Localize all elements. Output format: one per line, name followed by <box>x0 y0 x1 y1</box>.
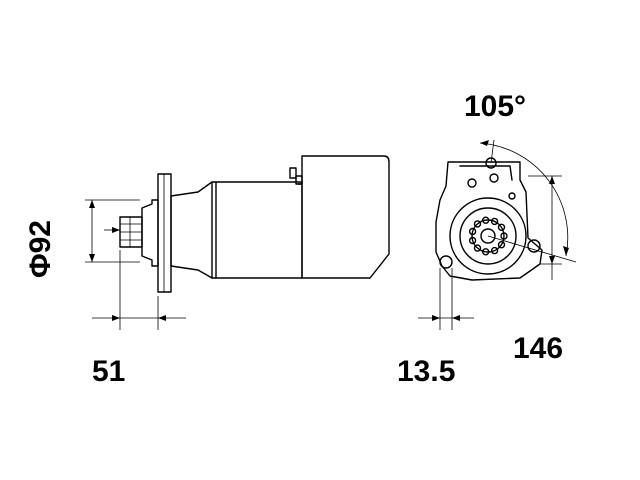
mounting-flange <box>157 173 172 293</box>
flange-offset-label: 51 <box>92 355 126 388</box>
angle-label: 105° <box>464 90 527 123</box>
pinion-tooth <box>468 236 477 245</box>
bolt-offset-dimension <box>418 268 474 330</box>
mount-width-label: 146 <box>513 332 564 365</box>
pinion-outer-circle <box>449 197 527 275</box>
pinion-tooth <box>500 232 508 240</box>
end-housing <box>435 161 543 281</box>
bolt-hole-left <box>439 255 453 269</box>
angle-dimension <box>479 139 577 263</box>
bolt-offset-label: 13.5 <box>397 355 456 388</box>
bolt-hole-right <box>527 239 541 253</box>
diameter-dimension <box>85 199 140 263</box>
pinion-tooth <box>473 220 482 228</box>
pinion-tooth <box>497 240 506 249</box>
end-view <box>418 139 577 330</box>
pinion-teeth <box>468 216 508 256</box>
pinion-gear <box>119 216 143 248</box>
terminal-studs <box>289 167 303 185</box>
diameter-label: Φ92 <box>24 220 57 278</box>
mount-width-dimension <box>528 175 562 280</box>
pinion-tooth <box>482 216 490 224</box>
pinion-tooth <box>490 217 499 226</box>
motor-body <box>211 181 303 279</box>
pinion-tooth <box>490 246 499 255</box>
pinion-tooth <box>497 223 506 232</box>
nose-housing <box>141 199 159 267</box>
side-view <box>85 155 390 330</box>
drive-end-housing <box>170 181 213 279</box>
pinion-tooth <box>482 248 490 256</box>
pinion-tooth <box>473 244 482 252</box>
bolt-hole-top <box>485 157 497 169</box>
pinion-tooth <box>468 227 477 236</box>
flange-offset-dimension <box>92 250 186 330</box>
solenoid <box>301 155 390 279</box>
